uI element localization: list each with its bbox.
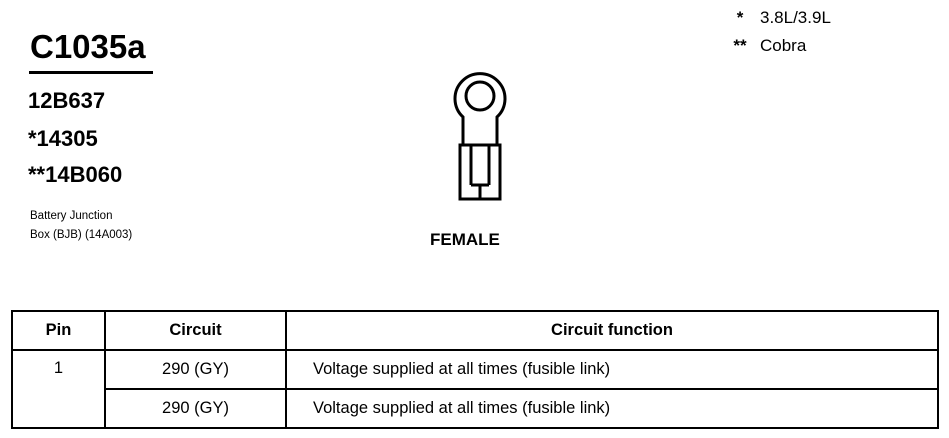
view-label: FEMALE <box>430 230 500 249</box>
table-header-row: Pin Circuit Circuit function <box>11 310 939 351</box>
table-row: 290 (GY) Voltage supplied at all times (… <box>12 388 939 429</box>
connector-id-underline <box>29 71 153 74</box>
legend-mark: * <box>736 8 744 27</box>
connector-description-line-2: Box (BJB) (14A003) <box>30 229 133 241</box>
legend-row-1: * 3.8L/3.9L <box>720 8 831 36</box>
header-pin: Pin <box>11 310 106 351</box>
connector-id: C1035a <box>30 28 146 65</box>
part-number-1: 12B637 <box>28 88 106 113</box>
part-number-2: *14305 <box>28 126 98 151</box>
cell-circuit: 290 (GY) <box>104 349 287 390</box>
legend: * 3.8L/3.9L ** Cobra <box>720 8 831 64</box>
legend-row-2: ** Cobra <box>720 36 831 64</box>
connector-description-line-1: Battery Junction <box>30 210 113 222</box>
legend-mark: ** <box>733 36 747 55</box>
cell-function: Voltage supplied at all times (fusible l… <box>285 388 939 429</box>
cell-pin: 1 <box>11 349 106 429</box>
ring-terminal-drawing <box>453 72 507 201</box>
cell-circuit: 290 (GY) <box>104 388 287 429</box>
part-number-3: **14B060 <box>28 162 123 187</box>
table-row: 1 290 (GY) Voltage supplied at all times… <box>11 349 939 429</box>
cell-function: Voltage supplied at all times (fusible l… <box>285 349 939 390</box>
header-function: Circuit function <box>285 310 939 351</box>
legend-text: 3.8L/3.9L <box>760 8 831 27</box>
ring-terminal-icon <box>453 72 507 201</box>
legend-text: Cobra <box>760 36 807 55</box>
pin-table: Pin Circuit Circuit function 1 290 (GY) … <box>11 310 939 429</box>
header-circuit: Circuit <box>104 310 287 351</box>
